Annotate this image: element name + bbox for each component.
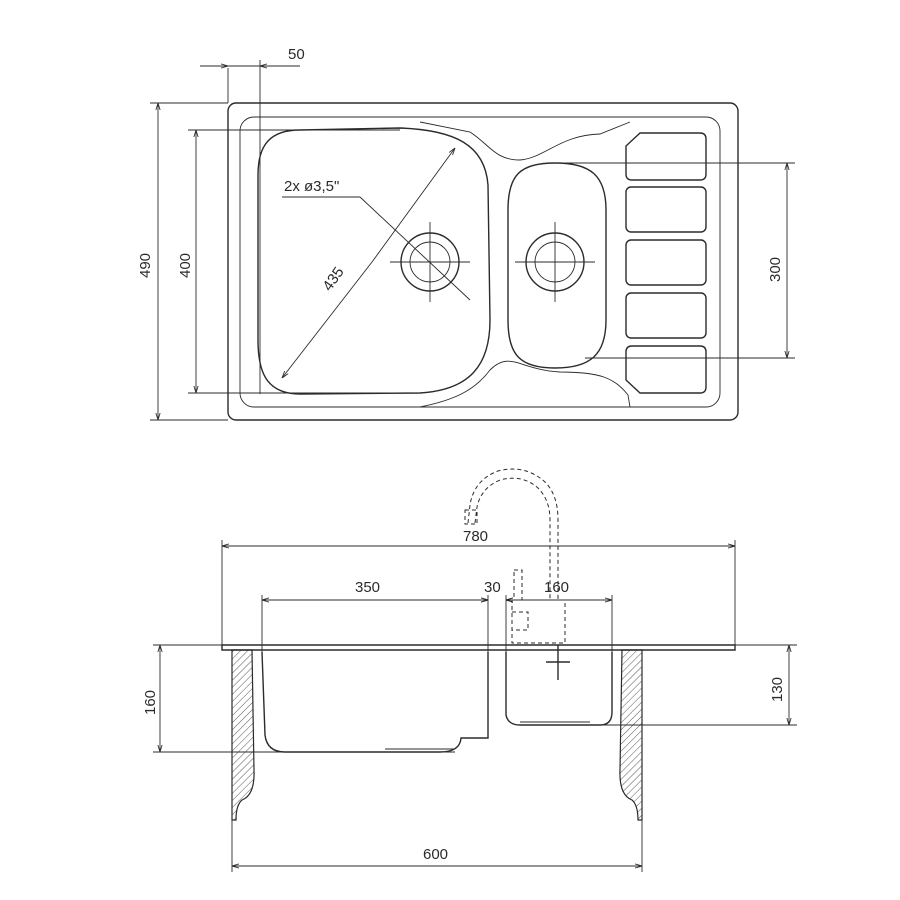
large-bowl-profile [261, 651, 489, 753]
faucet [464, 468, 570, 680]
dimension-small-bowl-length-label: 300 [767, 257, 784, 282]
dimension-small-bowl-depth-label: 130 [769, 677, 786, 702]
side-view: 780 350 30 160 [142, 468, 797, 872]
cabinet-left-wall [231, 649, 255, 821]
dimension-divider-width: 30 [470, 579, 524, 652]
large-bowl [257, 127, 491, 395]
sink-rim-profile [221, 644, 736, 651]
dimension-cabinet-width-label: 600 [423, 846, 448, 863]
dimension-large-bowl-depth: 160 [142, 644, 385, 753]
dimension-bowl-length-label: 400 [177, 253, 194, 278]
cabinet-right-wall [619, 649, 643, 821]
small-bowl-profile [505, 652, 613, 726]
bowl-trough [419, 121, 631, 161]
dimension-overall-depth-label: 490 [137, 253, 154, 278]
sink-outer-rim [227, 102, 739, 421]
dimension-overall-width-label: 780 [463, 528, 488, 545]
small-bowl-drain [515, 222, 595, 302]
dimension-cabinet-width: 600 [231, 820, 643, 872]
drain-note: 2x ø3,5" [282, 178, 471, 301]
dimension-overall-depth: 490 [137, 102, 228, 421]
dimension-overall-width: 780 [221, 528, 736, 645]
drain-note-label: 2x ø3,5" [284, 178, 339, 195]
drainboard-ribs [625, 132, 707, 394]
dimension-large-bowl-depth-label: 160 [142, 690, 159, 715]
top-view: 50 490 400 435 2x ø3,5" [137, 46, 795, 421]
dimension-large-bowl-width: 350 [261, 579, 489, 652]
dimension-small-bowl-width-label: 160 [544, 579, 569, 596]
dimension-rim-offset-label: 50 [288, 46, 305, 63]
dimension-rim-offset: 50 [200, 46, 305, 394]
small-bowl [507, 162, 607, 369]
dimension-small-bowl-width: 160 [506, 579, 613, 652]
dimension-bowl-length: 400 [177, 129, 420, 394]
dimension-small-bowl-depth: 130 [600, 644, 797, 726]
dimension-small-bowl-length: 300 [565, 162, 795, 359]
bowl-trough-lower [419, 360, 631, 408]
dimension-bowl-diagonal-label: 435 [319, 264, 347, 294]
dimension-divider-width-label: 30 [484, 579, 501, 596]
dimension-large-bowl-width-label: 350 [355, 579, 380, 596]
sink-inner-rim [239, 116, 721, 408]
